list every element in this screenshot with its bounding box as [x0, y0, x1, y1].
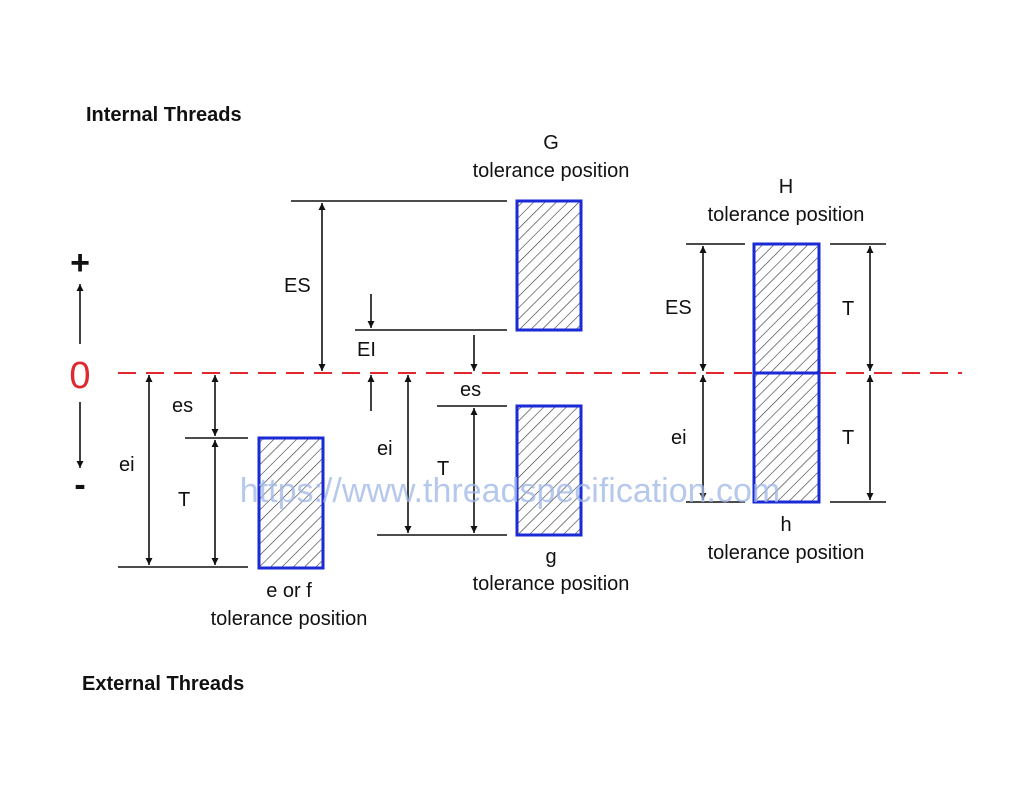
h-upper-caption: tolerance position: [708, 204, 865, 226]
g-lower-t-label: T: [437, 458, 449, 480]
h-upper-tolerance-box: [752, 242, 821, 375]
g-lower-es-label: es: [460, 379, 481, 401]
watermark-url: https://www.threadspecification.com: [240, 472, 780, 510]
g-upper-ei-label: EI: [357, 339, 376, 361]
zero-label: 0: [69, 355, 90, 397]
ef-es-label: es: [172, 395, 193, 417]
minus-sign: -: [74, 466, 85, 504]
h-lower-ei-label: ei: [671, 427, 687, 449]
g-lower-letter: g: [545, 546, 556, 568]
h-upper-t-label: T: [842, 298, 854, 320]
ef-caption: tolerance position: [211, 608, 368, 630]
g-lower-ei-label: ei: [377, 438, 393, 460]
ef-t-label: T: [178, 489, 190, 511]
h-upper-letter: H: [779, 176, 793, 198]
g-lower-caption: tolerance position: [473, 573, 630, 595]
h-lower-letter: h: [780, 514, 791, 536]
h-lower-t-label: T: [842, 427, 854, 449]
g-upper-tolerance-box: [515, 199, 583, 332]
h-lower-caption: tolerance position: [708, 542, 865, 564]
external-threads-heading: External Threads: [82, 673, 244, 695]
ef-tolerance-box: [257, 436, 325, 570]
internal-threads-heading: Internal Threads: [86, 104, 242, 126]
g-upper-caption: tolerance position: [473, 160, 630, 182]
ef-ei-label: ei: [119, 454, 135, 476]
h-lower-tolerance-box: [752, 371, 821, 504]
plus-sign: +: [70, 244, 90, 282]
g-upper-letter: G: [543, 132, 559, 154]
ef-letter: e or f: [266, 580, 312, 602]
h-upper-es-label: ES: [665, 297, 692, 319]
g-lower-tolerance-box: [515, 404, 583, 537]
g-upper-es-label: ES: [284, 275, 311, 297]
